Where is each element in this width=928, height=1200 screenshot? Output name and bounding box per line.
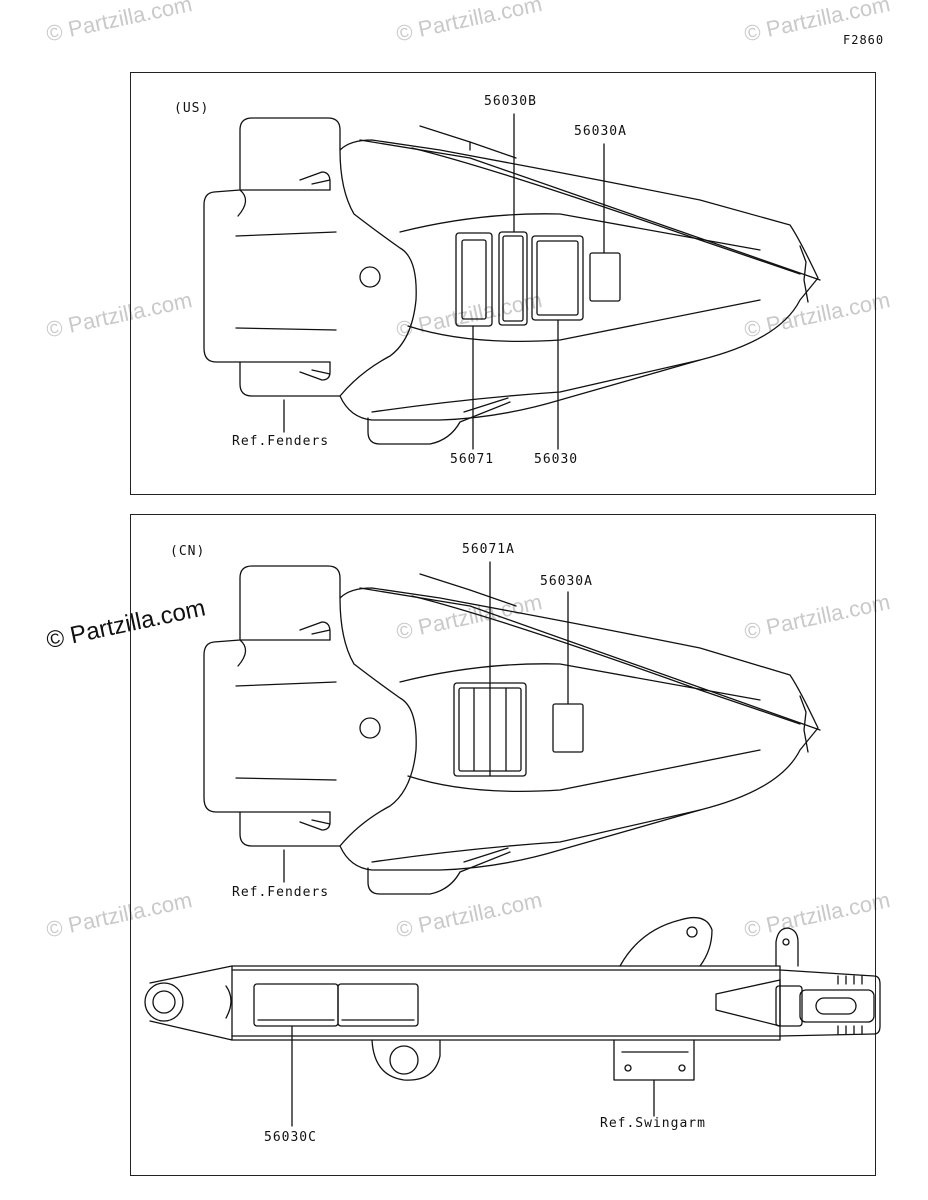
ref-fenders-cn: Ref.Fenders <box>232 885 330 900</box>
panel-us <box>130 72 876 495</box>
ref-fenders-us: Ref.Fenders <box>232 434 330 449</box>
ref-swingarm: Ref.Swingarm <box>600 1116 706 1131</box>
callout-56030a: 56030A <box>574 124 627 139</box>
callout-56030b: 56030B <box>484 94 537 109</box>
callout-56071: 56071 <box>450 452 495 467</box>
swingarm <box>144 916 881 1127</box>
region-label-cn: (CN) <box>170 544 206 559</box>
figure-code: F2860 <box>843 33 885 47</box>
callout-56030c: 56030C <box>264 1130 317 1145</box>
rear-fender-cn <box>203 561 821 895</box>
callout-56030a-cn: 56030A <box>540 574 593 589</box>
callout-56030: 56030 <box>534 452 579 467</box>
panel-cn <box>130 514 876 1176</box>
rear-fender-us <box>203 113 821 450</box>
callout-56071a: 56071A <box>462 542 515 557</box>
region-label-us: (US) <box>174 101 210 116</box>
